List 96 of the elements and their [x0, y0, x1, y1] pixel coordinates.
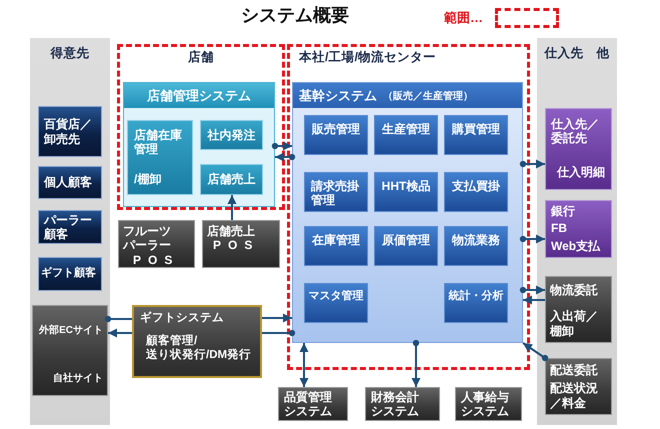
module-box — [304, 226, 368, 266]
column-title: 得意先 — [50, 46, 90, 61]
node-label: 品質管理システム — [284, 390, 333, 419]
node-label: 顧客管理/送り状発行/DM発行 — [146, 334, 252, 362]
node-label: マスタ管理 — [308, 290, 364, 304]
system-box — [455, 387, 522, 421]
module-box — [374, 115, 438, 155]
node-label: ギフト顧客 — [41, 267, 96, 281]
partner-box — [545, 276, 612, 343]
node-label: Web支払 — [551, 238, 600, 253]
pos-terminal-box — [118, 220, 195, 268]
partner-box — [545, 108, 612, 190]
node-label: 百貨店／卸売先 — [44, 117, 93, 146]
node-label: HHT検品 — [382, 179, 430, 194]
column-panel — [537, 38, 617, 425]
node-label: 物流委託 — [550, 283, 598, 298]
function-box — [200, 120, 263, 150]
arrow — [275, 152, 296, 162]
customer-box — [38, 166, 102, 199]
node-label: 在庫管理 — [312, 233, 360, 248]
module-box — [304, 115, 368, 155]
function-box — [127, 120, 193, 195]
region-title: 店舗 — [188, 50, 214, 65]
node-label: 入出荷／棚卸 — [550, 309, 599, 338]
connector-line — [104, 316, 132, 322]
node-label: 統計・分析 — [448, 290, 504, 304]
node-label: 財務会計システム — [371, 390, 420, 419]
node-label: 個人顧客 — [44, 175, 92, 190]
node-label: 配送状況／料金 — [550, 381, 599, 410]
node-label: 外部ECサイト — [39, 325, 103, 337]
arrow — [262, 314, 292, 322]
function-box — [200, 164, 263, 195]
arrow — [520, 234, 545, 244]
node-label: 販売管理 — [312, 122, 360, 136]
panel-subtitle: （販売／生産管理） — [383, 90, 473, 102]
node-label: 配送委託 — [550, 363, 598, 378]
arrow — [520, 160, 545, 168]
node-label: 支払買掛 — [452, 179, 500, 194]
system-box — [278, 387, 348, 421]
node-label: FB — [551, 221, 567, 236]
node-label: フルーツパーラー — [123, 224, 172, 253]
node-label: 店舗売上 — [208, 172, 256, 187]
panel-title: 店舗管理システム — [147, 88, 251, 104]
customer-box — [38, 210, 102, 244]
store-system-panel — [123, 82, 275, 207]
module-box — [374, 226, 438, 266]
node-label: 店舗在庫管理 — [134, 128, 183, 157]
module-box — [374, 172, 438, 212]
dashed-range-frame — [117, 44, 285, 210]
module-box — [304, 172, 368, 212]
column-panel — [30, 38, 110, 425]
gift-system-box — [132, 305, 262, 378]
system-box — [365, 387, 440, 421]
panel-title: 基幹システム — [299, 88, 377, 104]
arrow — [523, 296, 545, 304]
region-title: 本社/工場/物流センター — [299, 50, 436, 65]
customer-box — [38, 106, 102, 157]
node-label: 仕入先／委託先 — [551, 117, 600, 146]
node-label: 店舗売上 — [207, 224, 255, 238]
module-box — [304, 283, 368, 323]
node-label: 銀行 — [551, 204, 575, 218]
partner-box — [545, 358, 612, 415]
module-box — [444, 172, 508, 212]
arrow — [272, 142, 292, 150]
node-label: POS — [213, 238, 260, 253]
customer-box — [38, 257, 102, 291]
double-arrow — [300, 343, 308, 387]
node-label: 人事給与システム — [461, 390, 510, 419]
node-label: 自社サイト — [53, 373, 103, 385]
node-label: パーラー顧客 — [44, 212, 93, 242]
legend-label: 範囲… — [444, 10, 483, 26]
node-label: 社内発注 — [208, 128, 256, 142]
node-label: POS — [133, 252, 180, 268]
diagram-title: システム概要 — [241, 4, 349, 26]
arrow — [108, 328, 132, 338]
node-label: 物流業務 — [452, 233, 500, 248]
node-label: 請求売掛管理 — [311, 179, 360, 208]
node-label: 生産管理 — [382, 122, 430, 136]
arrow — [522, 342, 548, 362]
arrow — [412, 340, 420, 387]
connector-line — [262, 330, 296, 336]
module-box — [444, 226, 508, 266]
dashed-range-frame — [287, 44, 530, 370]
pos-terminal-box — [202, 220, 280, 268]
node-label: 購買管理 — [452, 122, 500, 136]
core-system-panel — [292, 82, 523, 343]
module-box — [444, 115, 508, 155]
arrow — [228, 195, 236, 220]
module-box — [444, 283, 508, 323]
partner-box — [545, 200, 612, 258]
node-label: /棚卸 — [134, 172, 162, 186]
node-label: 仕入明細 — [557, 164, 605, 179]
node-label: ギフトシステム — [140, 312, 224, 326]
node-label: 原価管理 — [382, 233, 430, 248]
column-title: 仕入先 他 — [544, 46, 610, 61]
arrow — [520, 286, 545, 294]
